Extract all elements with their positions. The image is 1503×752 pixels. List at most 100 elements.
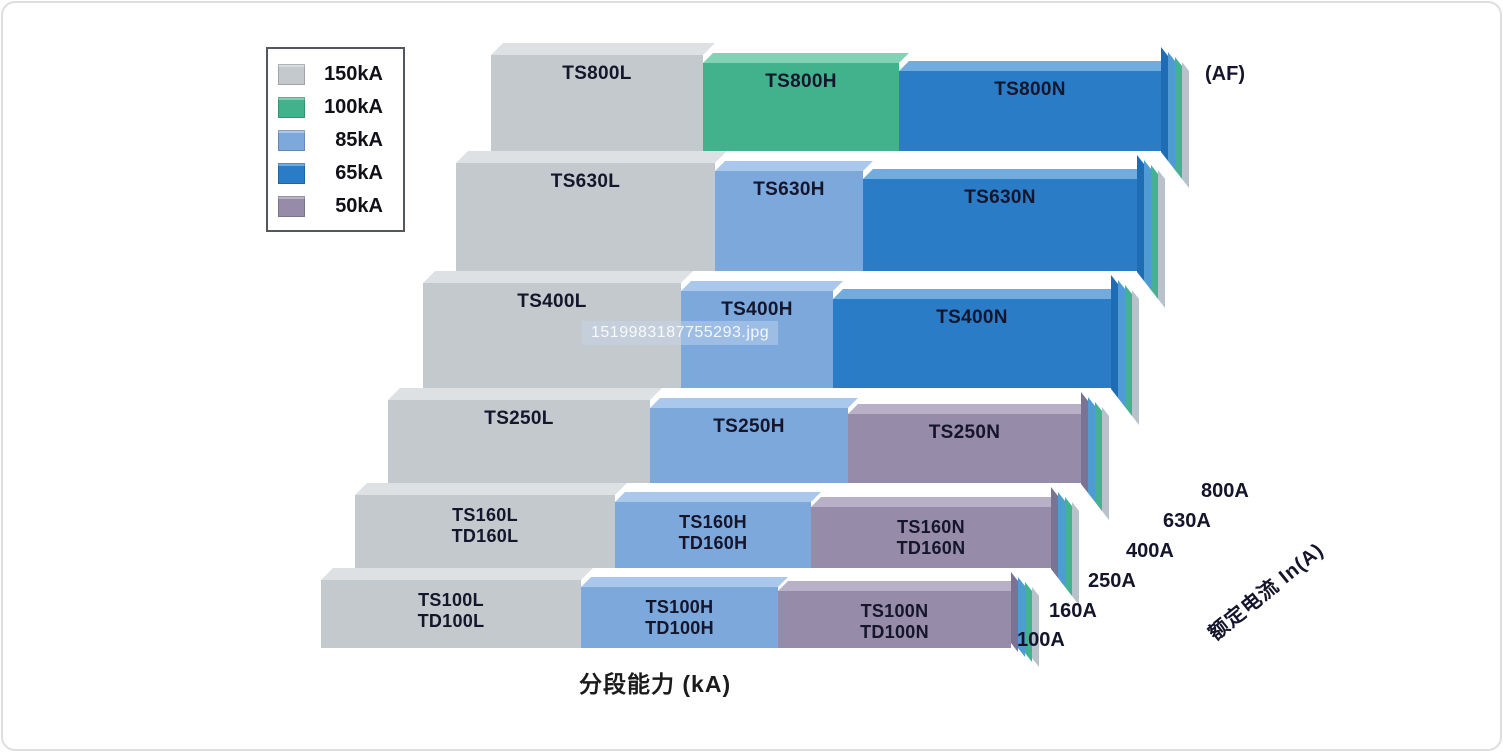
segment-top-face — [321, 568, 593, 580]
segment-top-face — [681, 281, 843, 291]
depth-edge-strip — [1102, 407, 1109, 520]
bar-segment-ts400n: TS400N — [833, 289, 1121, 388]
segment-front-face: TS630N — [863, 179, 1137, 271]
depth-edge-strip — [1182, 62, 1189, 188]
bar-segment-ts250l: TS250L — [388, 388, 662, 483]
segment-label: TS630H — [753, 179, 825, 200]
depth-edge-strip — [1151, 165, 1158, 299]
depth-tick-800a: 800A — [1201, 480, 1249, 502]
bar-segment-ts400l: TS400L — [423, 271, 693, 388]
depth-edge-strip — [1161, 47, 1168, 161]
legend-item-50ka: 50kA — [278, 190, 393, 223]
segment-front-face: TS800N — [899, 71, 1161, 151]
segment-front-face: TS250L — [388, 400, 650, 483]
legend-label: 150kA — [324, 63, 383, 85]
segment-top-face — [650, 398, 858, 408]
bar-segment-ts800n: TS800N — [899, 61, 1171, 151]
segment-label: TS630N — [964, 187, 1036, 208]
legend-label: 50kA — [335, 195, 383, 217]
bar-segment-ts630h: TS630H — [715, 161, 873, 271]
segment-top-face — [615, 492, 821, 502]
row-depth-edges — [1137, 163, 1169, 271]
segment-front-face: TS800L — [491, 55, 703, 151]
x-axis-title: 分段能力 (kA) — [579, 671, 732, 697]
segment-front-face: TS100L TD100L — [321, 580, 581, 648]
depth-edge-strip — [1144, 160, 1151, 290]
segment-label: TS800H — [765, 71, 837, 92]
bar-segment-ts100h: TS100H TD100H — [581, 577, 788, 648]
segment-top-face — [811, 497, 1061, 507]
row-depth-edges — [1011, 580, 1043, 648]
segment-front-face: TS400H — [681, 291, 833, 388]
legend-label: 85kA — [335, 129, 383, 151]
depth-tick-250a: 250A — [1088, 570, 1136, 592]
segment-label: TS160H TD160H — [678, 512, 748, 554]
segment-front-face: TS800H — [703, 63, 899, 151]
legend-swatch-50ka — [278, 196, 305, 217]
legend-item-65ka: 65kA — [278, 157, 393, 190]
segment-front-face: TS160H TD160H — [615, 502, 811, 568]
depth-tick-100a: 100A — [1017, 629, 1065, 651]
legend-item-150ka: 150kA — [278, 58, 393, 91]
segment-top-face — [833, 289, 1121, 299]
segment-front-face: TS100N TD100N — [778, 591, 1011, 648]
depth-edge-strip — [1118, 280, 1125, 407]
bar-segment-ts100n: TS100N TD100N — [778, 581, 1021, 648]
segment-top-face — [778, 581, 1021, 591]
bar-segment-ts160l: TS160L TD160L — [355, 483, 627, 568]
segment-front-face: TS250N — [848, 414, 1081, 483]
depth-tick-400a: 400A — [1126, 540, 1174, 562]
legend-item-85ka: 85kA — [278, 124, 393, 157]
segment-top-face — [899, 61, 1171, 71]
depth-edge-strip — [1065, 497, 1072, 596]
segment-label: TS250N — [928, 422, 1001, 443]
bar-segment-ts630l: TS630L — [456, 151, 727, 271]
depth-edge-strip — [1058, 492, 1065, 587]
depth-edge-strip — [1011, 572, 1018, 652]
segment-top-face — [715, 161, 873, 171]
legend-swatch-100ka — [278, 97, 305, 118]
bar-segment-ts160h: TS160H TD160H — [615, 492, 821, 568]
depth-edge-strip — [1018, 577, 1025, 657]
segment-top-face — [863, 169, 1147, 179]
row-depth-edges — [1161, 55, 1193, 151]
segment-top-face — [848, 404, 1091, 414]
depth-edge-strip — [1132, 290, 1139, 425]
segment-label: TS400L — [517, 291, 587, 312]
depth-edge-strip — [1072, 502, 1079, 605]
depth-edge-strip — [1168, 52, 1175, 170]
segment-label: TS800L — [562, 63, 632, 84]
depth-edge-strip — [1125, 285, 1132, 416]
segment-label: TS250H — [713, 416, 785, 437]
segment-label: TS630L — [550, 171, 621, 192]
segment-label: TS100H TD100H — [645, 597, 714, 639]
segment-front-face: TS630L — [456, 163, 715, 271]
bar-segment-ts630n: TS630N — [863, 169, 1147, 271]
segment-label: TS160L TD160L — [451, 505, 519, 547]
bar-segment-ts100l: TS100L TD100L — [321, 568, 593, 648]
bar-segment-ts250n: TS250N — [848, 404, 1091, 483]
depth-edge-strip — [1025, 582, 1032, 662]
frame-size-unit-label: (AF) — [1205, 63, 1245, 85]
depth-edge-strip — [1175, 57, 1182, 179]
depth-edge-strip — [1088, 397, 1095, 502]
segment-front-face: TS160N TD160N — [811, 507, 1051, 568]
legend: 150kA 100kA 85kA 65kA 50kA — [266, 47, 405, 232]
segment-label: TS250L — [484, 408, 554, 429]
depth-edge-strip — [1081, 392, 1088, 493]
segment-label: TS100L TD100L — [417, 590, 485, 632]
segment-top-face — [456, 151, 727, 163]
bar-segment-ts160n: TS160N TD160N — [811, 497, 1061, 568]
bar-segment-ts800l: TS800L — [491, 43, 715, 151]
depth-edge-strip — [1137, 155, 1144, 281]
segment-front-face: TS100H TD100H — [581, 587, 778, 648]
segment-top-face — [703, 53, 909, 63]
depth-edge-strip — [1111, 275, 1118, 398]
depth-tick-160a: 160A — [1049, 600, 1097, 622]
segment-top-face — [491, 43, 715, 55]
segment-top-face — [388, 388, 662, 400]
segment-top-face — [355, 483, 627, 495]
segment-label: TS800N — [994, 79, 1066, 100]
segment-front-face: TS250H — [650, 408, 848, 483]
